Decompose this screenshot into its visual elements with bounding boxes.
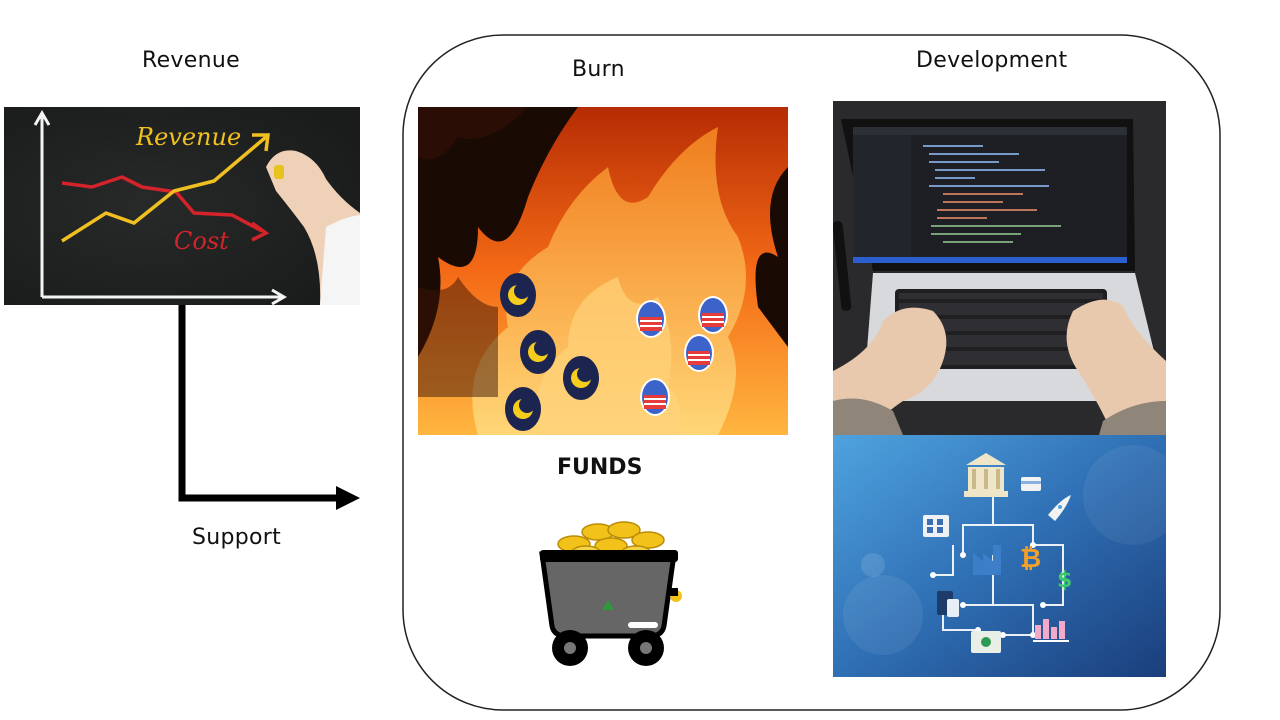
- development-fintech-image: ₿ $: [833, 435, 1166, 677]
- svg-text:₿: ₿: [1020, 544, 1041, 574]
- usd-coin-icon: [640, 378, 670, 416]
- luna-coin-icon: [500, 273, 536, 317]
- phone-icon: [937, 591, 959, 617]
- development-laptop-image: [833, 101, 1166, 435]
- chart-revenue-word: Revenue: [135, 123, 241, 151]
- luna-coin-icon: [505, 387, 541, 431]
- dollar-icon: $: [1057, 568, 1072, 593]
- burn-label: Burn: [572, 57, 625, 82]
- support-arrow-icon: [178, 305, 360, 510]
- funds-label: FUNDS: [557, 455, 643, 480]
- funds-cart-image: [536, 518, 686, 670]
- luna-coin-icon: [563, 356, 599, 400]
- revenue-label: Revenue: [142, 48, 240, 73]
- bank-icon: [964, 453, 1008, 497]
- factory-icon: [973, 545, 1001, 575]
- usd-coin-icon: [636, 300, 666, 338]
- usd-coin-icon: [698, 296, 728, 334]
- mine-cart-icon: [539, 521, 682, 666]
- bitcoin-icon: ₿: [1020, 544, 1041, 574]
- rocket-icon: [1048, 495, 1071, 521]
- usd-coin-icon: [684, 334, 714, 372]
- chart-cost-word: Cost: [174, 227, 229, 255]
- luna-coin-icon: [520, 330, 556, 374]
- cash-icon: [971, 631, 1001, 653]
- support-label: Support: [192, 525, 282, 550]
- chart-icon: [1033, 619, 1069, 642]
- development-label: Development: [916, 48, 1068, 73]
- calculator-icon: [923, 515, 949, 537]
- card-icon: [1021, 477, 1041, 491]
- burn-fire-image: [418, 107, 788, 435]
- svg-text:$: $: [1057, 568, 1072, 593]
- revenue-cost-image: Revenue Cost: [4, 107, 360, 305]
